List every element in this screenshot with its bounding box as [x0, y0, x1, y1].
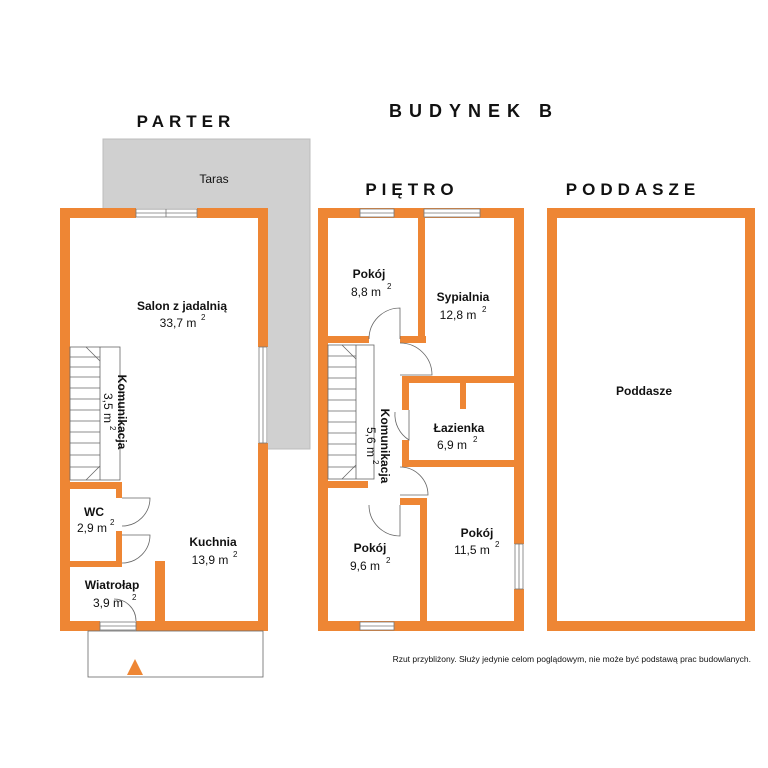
room-kuchnia: Kuchnia 13,9 m 2 — [189, 535, 238, 567]
wall — [70, 482, 122, 489]
svg-text:12,8 m: 12,8 m — [440, 308, 477, 322]
room-salon: Salon z jadalnią 33,7 m 2 — [137, 299, 227, 330]
svg-text:Komunikacja: Komunikacja — [115, 375, 129, 450]
svg-text:Pokój: Pokój — [461, 526, 494, 540]
wall — [402, 460, 514, 467]
svg-text:3,9 m: 3,9 m — [93, 596, 123, 610]
entrance-porch — [87, 630, 264, 678]
room-sypialnia: Sypialnia 12,8 m 2 — [437, 290, 490, 322]
room-lazienka: Łazienka 6,9 m 2 — [434, 421, 485, 452]
disclaimer: Rzut przybliżony. Służy jedynie celom po… — [393, 654, 751, 664]
room-wc: WC 2,9 m 2 — [77, 505, 115, 535]
svg-text:6,9 m: 6,9 m — [437, 438, 467, 452]
svg-text:2,9 m: 2,9 m — [77, 521, 107, 535]
wall — [155, 561, 165, 621]
stairs — [327, 344, 375, 480]
room-wiatrolap: Wiatrołap 3,9 m 2 — [85, 578, 140, 610]
door-swing — [113, 497, 151, 622]
wall — [318, 621, 524, 631]
svg-text:5,6 m: 5,6 m — [364, 427, 378, 457]
svg-text:2: 2 — [132, 593, 137, 602]
room-poddasze: Poddasze — [616, 384, 672, 398]
wall — [60, 208, 70, 631]
svg-text:3,5 m: 3,5 m — [101, 393, 115, 423]
door-swing — [368, 307, 433, 537]
wall — [318, 208, 328, 631]
svg-text:Łazienka: Łazienka — [434, 421, 485, 435]
wall — [460, 383, 466, 409]
stairs — [69, 346, 121, 481]
floor-title-poddasze: PODDASZE — [566, 180, 700, 199]
svg-text:Kuchnia: Kuchnia — [189, 535, 237, 549]
room-pokoj-3: Pokój 11,5 m 2 — [454, 526, 500, 557]
floor-pietro: Pokój 8,8 m 2 Sypialnia 12,8 m 2 Komunik… — [318, 208, 524, 631]
wall — [136, 621, 268, 631]
wall — [402, 376, 514, 383]
wall — [400, 336, 426, 343]
svg-text:2: 2 — [233, 550, 238, 559]
wall — [328, 336, 369, 343]
floor-poddasze: Poddasze — [547, 208, 755, 631]
room-komunikacja-pietro: Komunikacja 5,6 m 2 — [364, 409, 392, 484]
wall — [60, 621, 100, 631]
wall — [514, 208, 524, 544]
wall — [402, 376, 409, 410]
svg-text:Pokój: Pokój — [354, 541, 387, 555]
wall — [318, 208, 524, 218]
svg-text:2: 2 — [371, 460, 380, 465]
wall — [514, 589, 524, 631]
wall — [400, 498, 426, 505]
wall — [258, 443, 268, 631]
svg-text:Poddasze: Poddasze — [616, 384, 672, 398]
svg-text:8,8 m: 8,8 m — [351, 285, 381, 299]
floor-title-pietro: PIĘTRO — [365, 180, 458, 199]
svg-text:9,6 m: 9,6 m — [350, 559, 380, 573]
svg-text:2: 2 — [473, 435, 478, 444]
room-pokoj-1: Pokój 8,8 m 2 — [351, 267, 392, 299]
svg-text:2: 2 — [110, 518, 115, 527]
floor-title-parter: PARTER — [137, 112, 236, 131]
svg-text:2: 2 — [387, 282, 392, 291]
room-komunikacja-parter: Komunikacja 3,5 m 2 — [101, 375, 129, 450]
svg-text:2: 2 — [201, 313, 206, 322]
wall — [60, 208, 136, 218]
svg-text:Wiatrołap: Wiatrołap — [85, 578, 140, 592]
wall — [116, 482, 122, 498]
entrance-arrow-icon — [127, 659, 143, 675]
svg-text:WC: WC — [84, 505, 104, 519]
wall — [258, 208, 268, 347]
wall — [402, 440, 409, 467]
wall — [70, 561, 122, 567]
floor-parter: Taras — [60, 138, 311, 678]
wall — [197, 208, 268, 218]
svg-text:Komunikacja: Komunikacja — [378, 409, 392, 484]
terrace-label: Taras — [199, 172, 228, 186]
svg-text:2: 2 — [482, 305, 487, 314]
svg-text:2: 2 — [108, 426, 117, 431]
svg-text:33,7 m: 33,7 m — [160, 316, 197, 330]
wall — [328, 481, 368, 488]
svg-text:2: 2 — [386, 556, 391, 565]
svg-text:Sypialnia: Sypialnia — [437, 290, 490, 304]
svg-text:2: 2 — [495, 540, 500, 549]
svg-text:13,9 m: 13,9 m — [192, 553, 229, 567]
svg-text:Salon z jadalnią: Salon z jadalnią — [137, 299, 227, 313]
wall — [420, 498, 427, 621]
svg-text:11,5 m: 11,5 m — [454, 543, 490, 557]
wall — [418, 218, 425, 343]
wall — [116, 531, 122, 567]
svg-text:Pokój: Pokój — [353, 267, 386, 281]
room-pokoj-2: Pokój 9,6 m 2 — [350, 541, 391, 573]
building-title: BUDYNEK B — [389, 101, 559, 121]
